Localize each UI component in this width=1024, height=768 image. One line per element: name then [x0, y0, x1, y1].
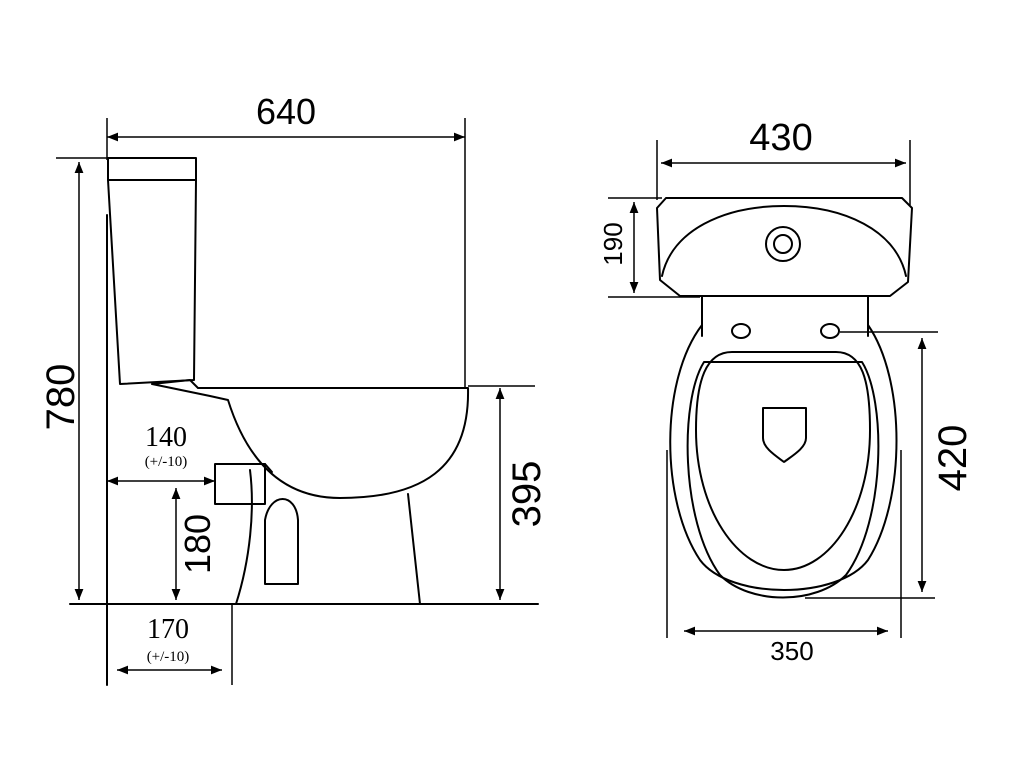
outlet-pipe — [214, 463, 273, 505]
bowl-side — [151, 379, 470, 605]
dim-label-640: 640 — [256, 91, 316, 132]
dim-label-430: 430 — [749, 117, 812, 159]
cistern-side — [107, 157, 197, 385]
hinge-left-icon — [731, 323, 751, 339]
side-view: 640 780 395 140 (+/-10) 180 170 (+/-10) — [39, 91, 549, 686]
top-view: 430 190 420 350 — [598, 117, 975, 666]
dim-label-420: 420 — [931, 425, 975, 492]
seat-outline — [686, 361, 880, 599]
drain-shield-icon — [762, 407, 807, 463]
dim-label-140: 140 — [145, 422, 187, 453]
dim-label-180: 180 — [177, 514, 218, 574]
cistern-top — [656, 197, 913, 297]
dim-tolerance-170: (+/-10) — [147, 649, 190, 665]
hinge-right-icon — [820, 323, 840, 339]
bowl-outer-rim — [669, 324, 898, 591]
trap-opening — [264, 498, 299, 585]
flush-button-icon — [765, 226, 801, 262]
dim-label-395: 395 — [505, 461, 549, 528]
dim-label-190: 190 — [598, 222, 628, 265]
dim-label-780: 780 — [39, 364, 83, 431]
dim-tolerance-140: (+/-10) — [145, 454, 188, 470]
dim-label-170: 170 — [147, 614, 189, 645]
bowl-opening — [695, 351, 871, 571]
dim-label-350: 350 — [770, 636, 813, 666]
hinge-block — [701, 296, 869, 337]
